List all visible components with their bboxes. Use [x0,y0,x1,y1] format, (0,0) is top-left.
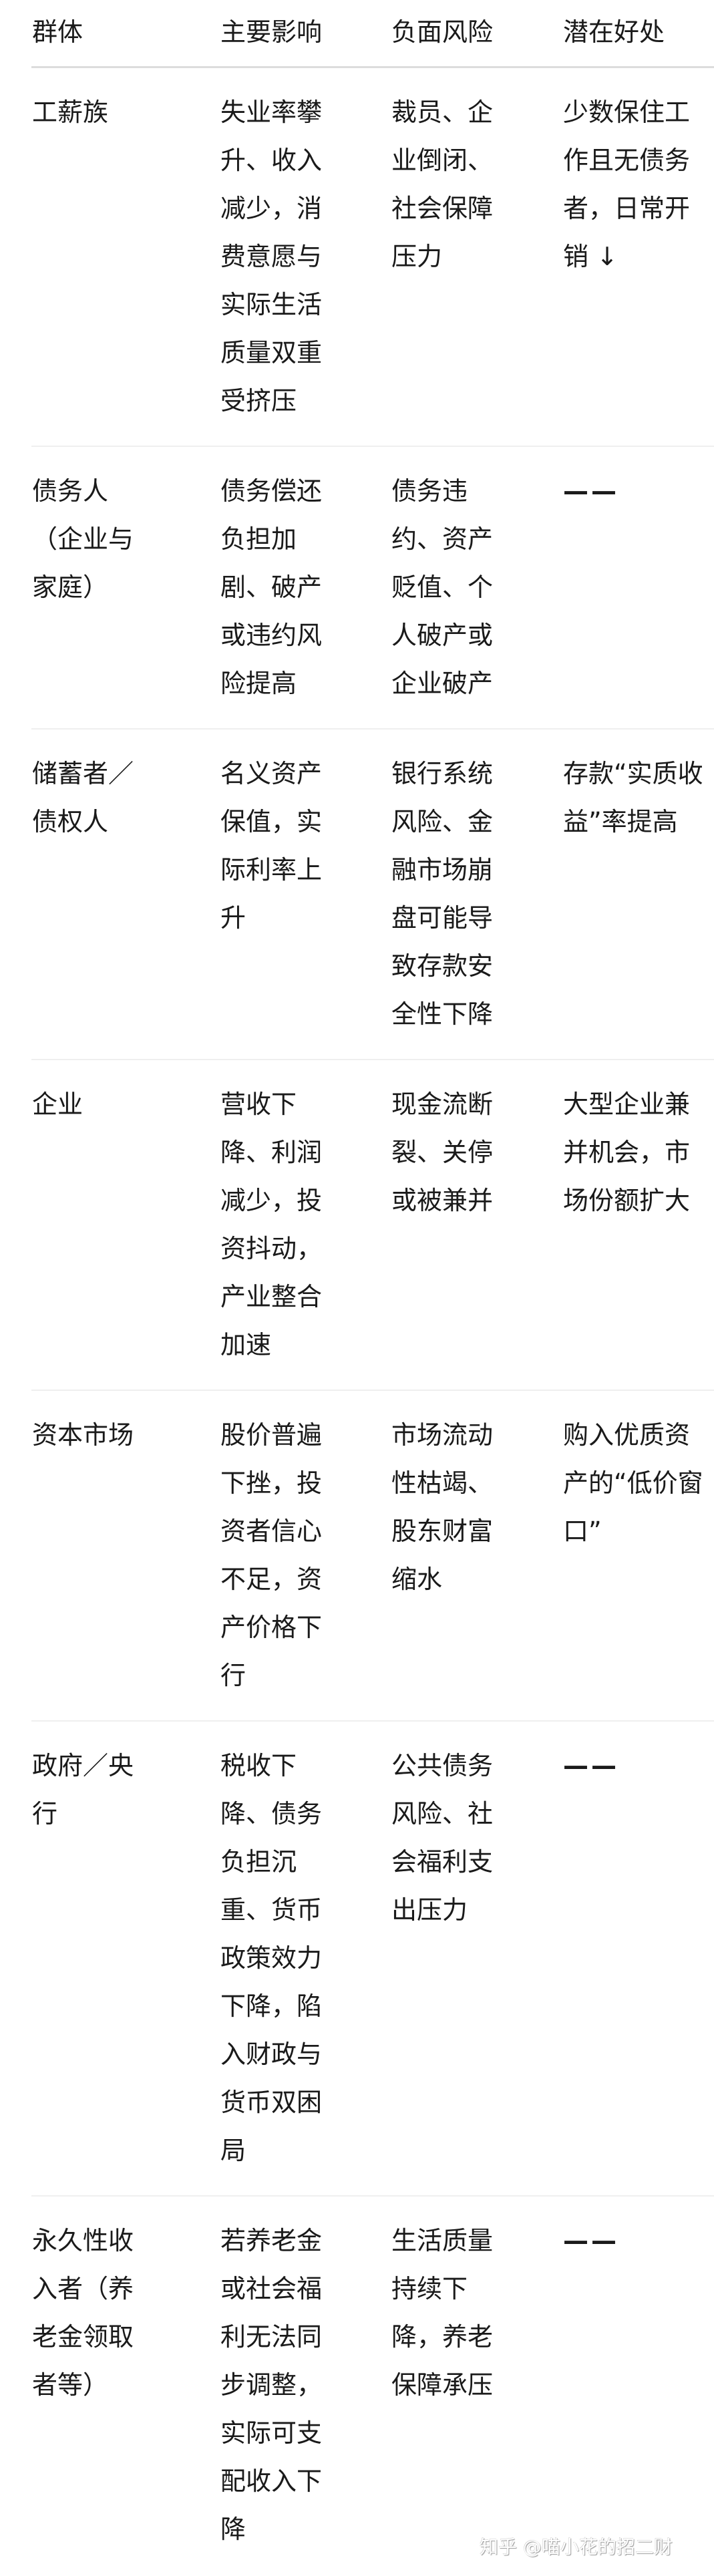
table-row: 债务人 （企业与 家庭） 债务偿还 负担加 剧、破产 或违约风 险提高 债务违 … [31,447,714,728]
comparison-table: 群体 主要影响 负面风险 潜在好处 工薪族 失业率攀 升、收入 减少，消 费意愿… [31,0,714,2574]
cell-impact: 股价普遍 下挫，投 资者信心 不足，资 产价格下 行 [220,1420,323,1690]
row-divider [31,446,714,447]
table-row: 资本市场 股价普遍 下挫，投 资者信心 不足，资 产价格下 行 市场流动 性枯竭… [31,1391,714,1720]
row-divider [31,1059,714,1060]
cell-benefit: —— [563,2226,619,2255]
header-potential-benefit: 潜在好处 [563,17,665,47]
cell-group: 资本市场 [32,1420,134,1450]
cell-group: 债务人 （企业与 家庭） [32,476,134,602]
header-divider [31,66,714,68]
cell-risk: 债务违 约、资产 贬值、个 人破产或 企业破产 [391,476,494,698]
cell-risk: 生活质量 持续下 降，养老 保障承压 [391,2226,494,2400]
table-row: 储蓄者／ 债权人 名义资产 保值，实 际利率上 升 银行系统 风险、金 融市场崩… [31,730,714,1059]
cell-benefit: 购入优质资 产的“低价窗 口” [563,1420,703,1546]
cell-benefit: 少数保住工 作且无债务 者，日常开 销 ↓ [563,98,691,271]
cell-group: 储蓄者／ 债权人 [32,759,134,836]
cell-impact: 债务偿还 负担加 剧、破产 或违约风 险提高 [220,476,323,698]
cell-group: 政府／央 行 [32,1751,134,1828]
row-divider [31,728,714,730]
cell-risk: 裁员、企 业倒闭、 社会保障 压力 [391,98,494,271]
header-main-impact: 主要影响 [220,17,323,47]
header-negative-risk: 负面风险 [391,17,494,47]
cell-impact: 失业率攀 升、收入 减少，消 费意愿与 实际生活 质量双重 受挤压 [220,98,323,416]
cell-benefit: —— [563,476,619,506]
cell-risk: 市场流动 性枯竭、 股东财富 缩水 [391,1420,494,1594]
cell-group: 永久性收 入者（养 老金领取 者等） [32,2226,134,2400]
cell-benefit: 大型企业兼 并机会，市 场份额扩大 [563,1090,691,1215]
table-row: 永久性收 入者（养 老金领取 者等） 若养老金 或社会福 利无法同 步调整， 实… [31,2197,714,2574]
cell-impact: 税收下 降、债务 负担沉 重、货币 政策效力 下降，陷 入财政与 货币双困 局 [220,1751,323,2165]
cell-group: 工薪族 [32,98,109,127]
cell-impact: 名义资产 保值，实 际利率上 升 [220,759,323,933]
cell-risk: 现金流断 裂、关停 或被兼并 [391,1090,494,1215]
cell-impact: 若养老金 或社会福 利无法同 步调整， 实际可支 配收入下 降 [220,2226,323,2544]
header-group: 群体 [32,17,83,47]
row-divider [31,1720,714,1722]
zhihu-watermark: 知乎 @喵小花的招二财 [480,2536,673,2558]
table-row: 政府／央 行 税收下 降、债务 负担沉 重、货币 政策效力 下降，陷 入财政与 … [31,1722,714,2195]
table-row: 工薪族 失业率攀 升、收入 减少，消 费意愿与 实际生活 质量双重 受挤压 裁员… [31,68,714,446]
cell-benefit: 存款“实质收 益”率提高 [563,759,703,836]
cell-benefit: —— [563,1751,619,1780]
table-header-row: 群体 主要影响 负面风险 潜在好处 [31,0,714,66]
cell-risk: 银行系统 风险、金 融市场崩 盘可能导 致存款安 全性下降 [391,759,494,1029]
cell-impact: 营收下 降、利润 减少，投 资抖动， 产业整合 加速 [220,1090,323,1359]
row-divider [31,2195,714,2197]
cell-group: 企业 [32,1090,83,1119]
row-divider [31,1390,714,1391]
table-row: 企业 营收下 降、利润 减少，投 资抖动， 产业整合 加速 现金流断 裂、关停 … [31,1060,714,1390]
cell-risk: 公共债务 风险、社 会福利支 出压力 [391,1751,494,1925]
